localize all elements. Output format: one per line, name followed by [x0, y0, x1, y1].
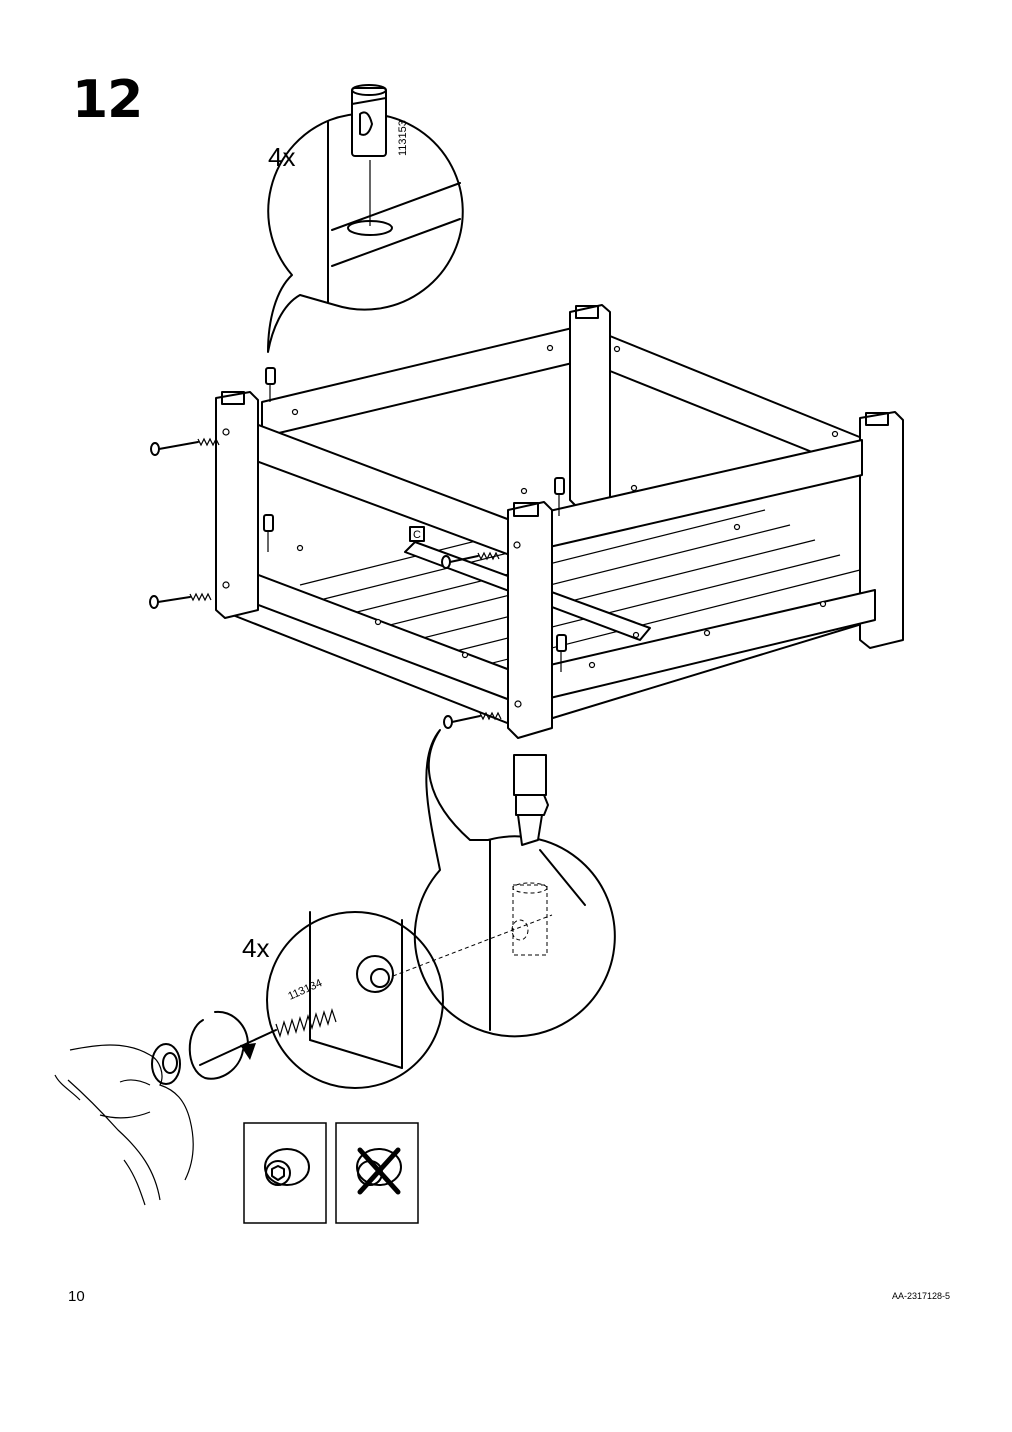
- bolts: [149, 437, 502, 729]
- bottom-callout-part-number: 113134: [286, 977, 324, 1003]
- top-callout-quantity: 4x: [268, 142, 295, 172]
- bolt-icon: [149, 592, 212, 609]
- allen-key-icon: [513, 754, 549, 846]
- cam-dowel-icon: [265, 367, 276, 402]
- cam-dowel-icon: [554, 477, 565, 516]
- bolt-icon: [150, 437, 220, 456]
- document-code: AA-2317128-5: [891, 1291, 950, 1301]
- step-number: 12: [72, 70, 143, 130]
- correct-example-box: [243, 1122, 327, 1224]
- frame-part-label: C: [413, 529, 421, 541]
- cam-dowel-icon: [556, 634, 567, 672]
- bolt-icon: [443, 711, 502, 729]
- cam-dowel-icon: [351, 84, 387, 157]
- correct-bolt-icon: [264, 1148, 310, 1186]
- dowel-markers: [263, 367, 567, 672]
- cam-dowel-icon: [263, 514, 274, 552]
- allen-key-callout: [413, 729, 616, 1038]
- incorrect-cross-icon: [357, 1147, 401, 1195]
- frame-assembly: C: [215, 304, 904, 739]
- incorrect-example-box: [335, 1122, 419, 1224]
- bottom-callout-quantity: 4x: [242, 933, 269, 963]
- rotate-arrow-icon: [188, 1010, 256, 1080]
- top-callout-part-number: 113153: [397, 120, 409, 156]
- page-number: 10: [68, 1288, 85, 1305]
- bolt-icon: [151, 1007, 337, 1085]
- bolt-insertion-callout: 4x 113134: [151, 911, 553, 1089]
- bolt-icon: [441, 551, 500, 569]
- hand-icon: [54, 1044, 194, 1206]
- top-callout: 4x 113153: [267, 84, 464, 353]
